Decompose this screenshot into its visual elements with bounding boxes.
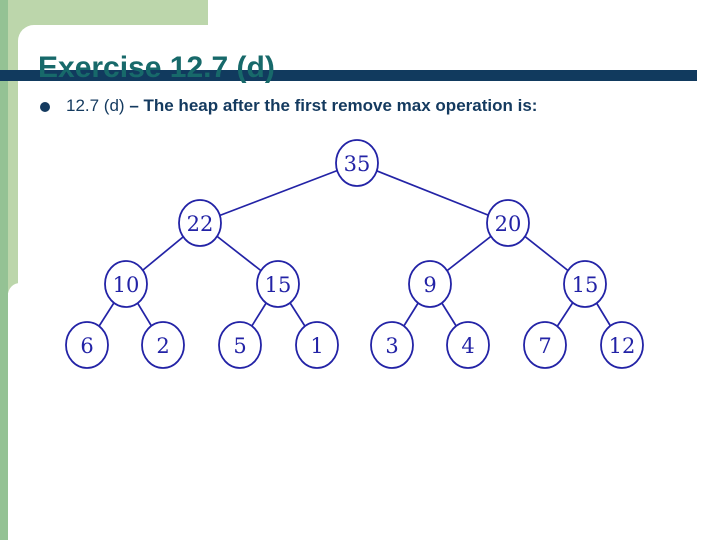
tree-node-circle (295, 321, 339, 369)
tree-node-11: 3 (370, 321, 414, 369)
tree-node-label: 1 (310, 334, 323, 358)
bullet-text-bold: – The heap after the first remove max op… (129, 96, 538, 115)
tree-node-label: 35 (344, 152, 371, 176)
tree-node-label: 6 (80, 334, 93, 358)
tree-node-label: 4 (461, 334, 474, 358)
tree-node-9: 5 (218, 321, 262, 369)
tree-node-label: 22 (187, 212, 214, 236)
tree-node-label: 15 (572, 273, 599, 297)
tree-node-circle (370, 321, 414, 369)
tree-node-14: 12 (600, 321, 644, 369)
left-edge-strip (0, 0, 8, 540)
tree-node-label: 20 (495, 212, 522, 236)
tree-edge (199, 162, 358, 224)
tree-node-circle (218, 321, 262, 369)
tree-node-3: 10 (104, 260, 148, 308)
tree-node-1: 22 (178, 199, 222, 247)
tree-node-label: 15 (265, 273, 292, 297)
tree-node-4: 15 (256, 260, 300, 308)
tree-node-circle (256, 260, 300, 308)
tree-node-circle (65, 321, 109, 369)
tree-node-12: 4 (446, 321, 490, 369)
tree-node-5: 9 (408, 260, 452, 308)
tree-node-10: 1 (295, 321, 339, 369)
tree-node-2: 20 (486, 199, 530, 247)
tree-edge (356, 162, 509, 224)
tree-node-label: 5 (233, 334, 246, 358)
tree-node-label: 12 (609, 334, 636, 358)
tree-node-circle (446, 321, 490, 369)
tree-node-8: 2 (141, 321, 185, 369)
tree-node-circle (141, 321, 185, 369)
tree-node-circle (408, 260, 452, 308)
tree-node-7: 6 (65, 321, 109, 369)
tree-node-13: 7 (523, 321, 567, 369)
tree-node-circle (563, 260, 607, 308)
bullet-text: 12.7 (d) – The heap after the first remo… (66, 95, 706, 117)
bullet-marker-icon (40, 102, 50, 112)
tree-node-label: 7 (538, 334, 551, 358)
tree-node-circle (523, 321, 567, 369)
tree-node-6: 15 (563, 260, 607, 308)
tree-node-circle (600, 321, 644, 369)
bullet-text-prefix: 12.7 (d) (66, 96, 130, 115)
title-underline-bar (0, 70, 697, 81)
tree-node-0: 35 (335, 139, 379, 187)
tree-node-circle (486, 199, 530, 247)
tree-node-label: 10 (113, 273, 140, 297)
tree-node-circle (178, 199, 222, 247)
tree-node-label: 3 (385, 334, 398, 358)
slide-title: Exercise 12.7 (d) (38, 51, 275, 85)
tree-node-label: 2 (156, 334, 169, 358)
left-green-column (8, 0, 18, 293)
tree-node-circle (335, 139, 379, 187)
tree-node-label: 9 (423, 273, 436, 297)
tree-node-circle (104, 260, 148, 308)
